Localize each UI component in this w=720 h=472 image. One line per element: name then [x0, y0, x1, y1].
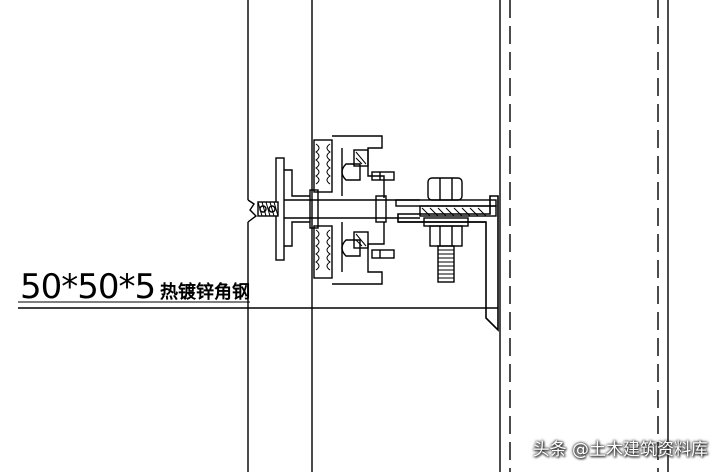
profile-screws — [371, 171, 395, 259]
lower-gasket — [313, 225, 333, 279]
left-clip-plate — [275, 157, 310, 261]
sealant-gasket — [257, 201, 279, 217]
angle-steel — [397, 195, 499, 332]
watermark: 头条 @土木建筑资料库 — [532, 440, 708, 460]
wall-break — [247, 199, 258, 223]
callout-material-label: 热镀锌角钢 — [160, 281, 250, 303]
upper-aluminium-profile — [332, 135, 385, 198]
wall-lines — [247, 0, 669, 472]
hidden-lines — [509, 0, 659, 472]
upper-gasket — [313, 139, 333, 193]
callout-dimension-label: 50*50*5 — [20, 267, 155, 307]
bolt-assembly — [395, 177, 497, 283]
lower-aluminium-profile — [332, 222, 385, 285]
